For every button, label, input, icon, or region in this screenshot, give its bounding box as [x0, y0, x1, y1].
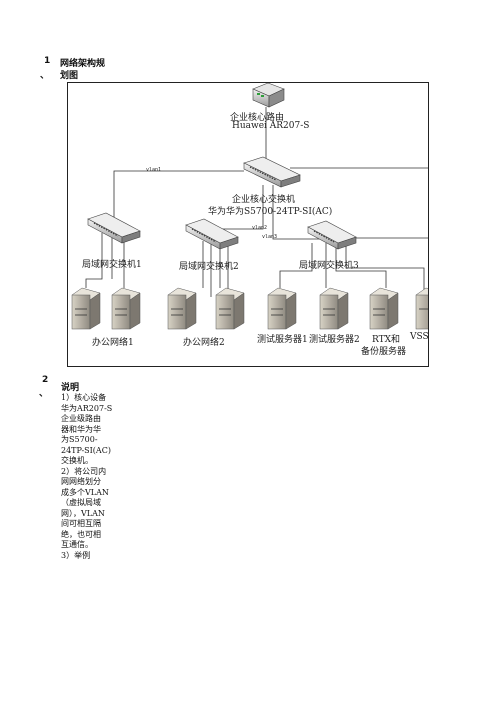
description-line: 交换机。: [61, 456, 93, 465]
router-icon: [252, 83, 285, 108]
server-icon-test1: [267, 287, 297, 330]
group-office2-label: 办公网络2: [183, 338, 225, 348]
vlan2-label: vlan2: [252, 225, 268, 231]
switch2-label: 局域网交换机2: [179, 262, 239, 272]
group-office1-label: 办公网络1: [92, 338, 134, 348]
description-line: 网），VLAN: [61, 508, 105, 518]
group-vss-label: VSS: [410, 332, 429, 342]
switch1-label: 局域网交换机1: [82, 260, 142, 270]
description-line: 1）核心设备: [61, 393, 107, 402]
core-switch-model-label: 华为华为S5700-24TP-SI(AC): [208, 207, 333, 217]
section1-number: 1: [44, 56, 51, 66]
description-line: （虚拟局域: [61, 498, 101, 507]
description-line: 2）将公司内: [61, 466, 107, 476]
router-label: 企业核心路由: [230, 113, 285, 123]
description-line: 器和华为华: [61, 424, 101, 434]
server-icons: [71, 287, 428, 330]
section1-punct: 、: [40, 71, 50, 81]
section1-title-line2: 划图: [60, 71, 79, 81]
description-line: 为S5700-: [61, 435, 98, 444]
description-line: 企业级路由: [61, 414, 101, 423]
server-icon-test2: [319, 287, 349, 330]
group-rtx-label-line2: 备份服务器: [361, 347, 407, 357]
section1-title-line1: 网络架构规: [60, 59, 106, 69]
description-line: 绝，也可相: [61, 529, 101, 539]
switch3-icon: [307, 220, 357, 250]
description-line: 24TP-SI(AC): [61, 445, 111, 455]
description-line: 成多个VLAN: [61, 487, 109, 497]
core-switch-icon: [243, 156, 301, 188]
description-line: 间可相互隔: [61, 519, 101, 528]
vlan3-label: vlan3: [262, 234, 278, 240]
group-test2-label: 测试服务器2: [309, 335, 360, 345]
section2-number: 2: [42, 375, 49, 385]
server-icon-vss: [415, 287, 428, 330]
description-line: 3）举例: [61, 550, 91, 560]
description-line: 华为AR207-S: [61, 403, 113, 413]
description-line: 互通信。: [61, 540, 93, 549]
switch3-label: 局域网交换机3: [299, 261, 359, 271]
section2-title: 说明: [61, 383, 80, 393]
router-model-label: Huawei AR207-S: [232, 121, 310, 131]
server-icon-office1-a: [71, 287, 101, 330]
section2-punct: 、: [39, 389, 49, 399]
group-test1-label: 测试服务器1: [257, 335, 308, 345]
vlan1-label: vlan1: [146, 167, 162, 173]
server-icon-office2-b: [215, 287, 245, 330]
diagram-links: [71, 83, 428, 330]
description-line: 网网络划分: [61, 477, 101, 486]
server-icon-office2-a: [167, 287, 197, 330]
switch2-icon: [185, 218, 239, 250]
description-text: 1）核心设备 华为AR207-S 企业级路由 器和华为华 为S5700- 24T…: [61, 393, 123, 561]
server-icon-rtx: [369, 287, 399, 330]
core-switch-label: 企业核心交换机: [232, 195, 296, 205]
group-rtx-label: RTX和: [372, 335, 401, 345]
server-icon-office1-b: [111, 287, 141, 330]
network-diagram: 企业核心路由 Huawei AR207-S vlan1 企业核心交换机 华为华为…: [67, 82, 429, 367]
switch1-icon: [87, 212, 141, 244]
